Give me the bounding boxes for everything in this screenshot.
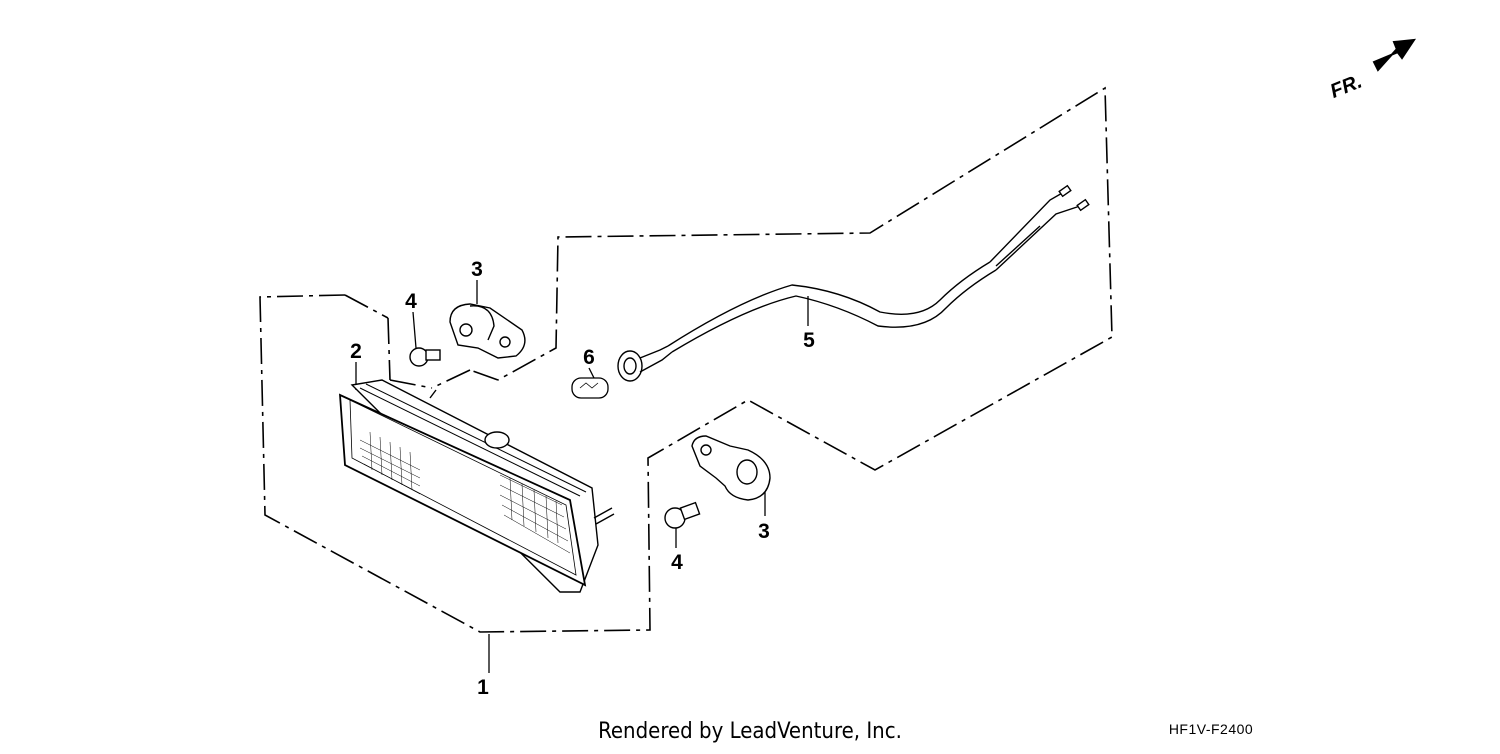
- front-label: FR.: [1327, 70, 1365, 102]
- front-arrow-icon: [1372, 38, 1417, 72]
- lens-texture-right: [499, 474, 571, 554]
- lens-texture-left: [359, 431, 421, 495]
- tail-lamp-lens-drawing: [338, 379, 615, 593]
- callout-1: 1: [477, 676, 489, 699]
- rendered-by-credit: Rendered by LeadVenture, Inc.: [598, 719, 902, 744]
- callout-3-lower: 3: [758, 520, 770, 543]
- bulb-drawing: [571, 377, 609, 399]
- clip-upper-drawing: [409, 347, 441, 367]
- grommet-bracket-lower-drawing: [691, 435, 771, 501]
- diagram-code: HF1V-F2400: [1169, 721, 1253, 737]
- socket-wire-harness-drawing: [617, 184, 1090, 382]
- callout-labels: 1 2 3 3 4 4 5 6: [350, 258, 815, 699]
- grommet-bracket-upper-drawing: [449, 303, 526, 359]
- callout-2: 2: [350, 340, 362, 363]
- clip-lower-drawing: [664, 501, 701, 529]
- callout-4-upper: 4: [405, 290, 417, 313]
- callout-4-lower: 4: [671, 551, 683, 574]
- callout-3-upper: 3: [471, 258, 483, 281]
- assembly-boundary-lines: [259, 86, 1113, 633]
- leader-lines: [355, 280, 809, 673]
- front-direction-marker: FR.: [1327, 38, 1417, 103]
- callout-6: 6: [583, 346, 595, 369]
- callout-5: 5: [803, 329, 815, 352]
